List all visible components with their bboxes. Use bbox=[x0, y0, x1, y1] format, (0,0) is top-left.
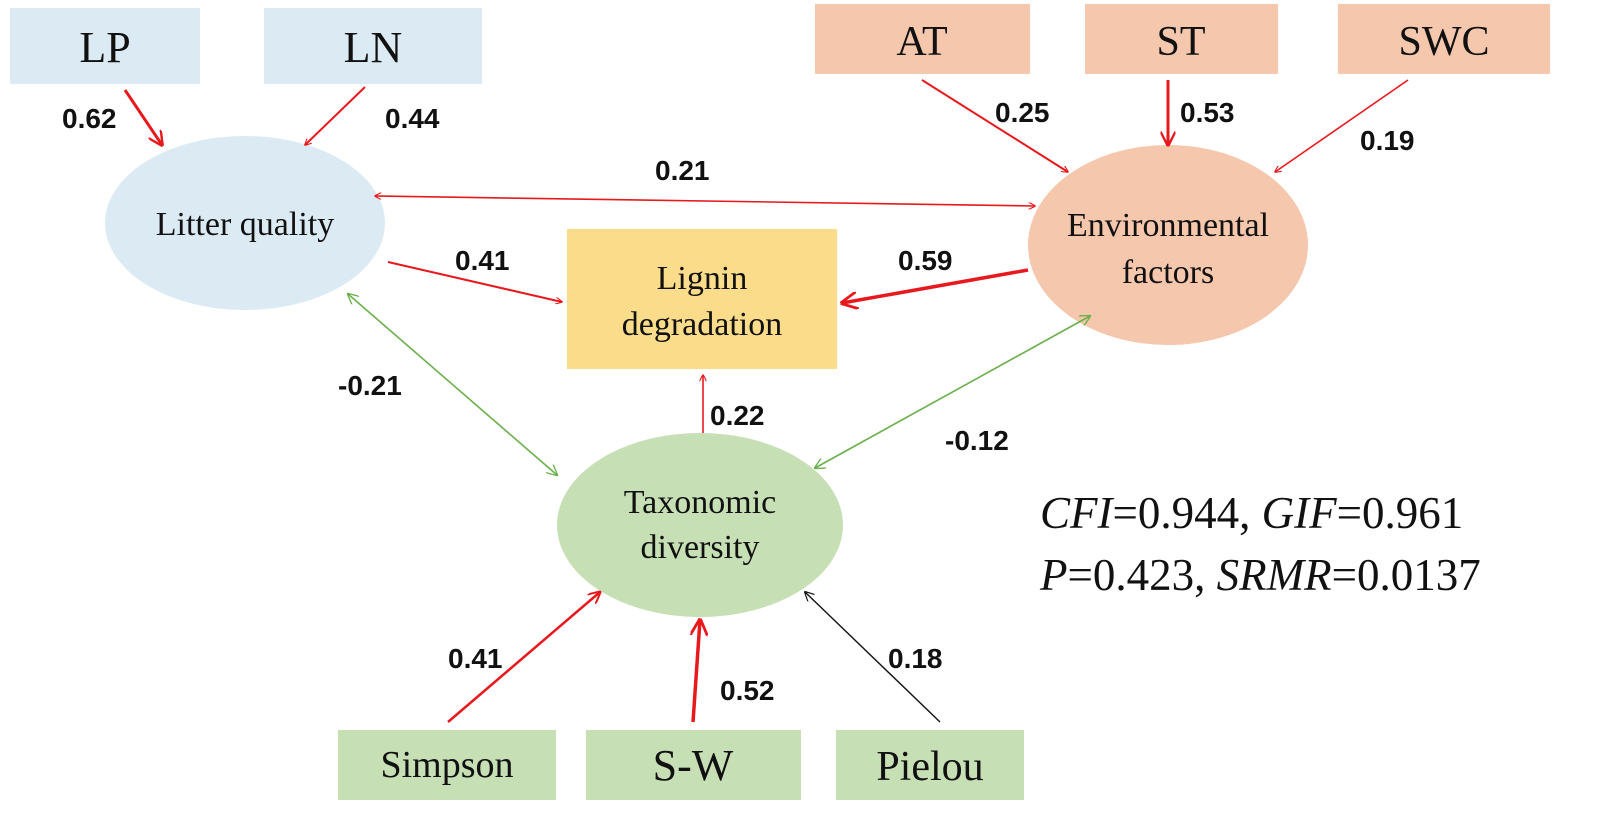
pielou-box bbox=[836, 730, 1024, 800]
coef-swc-env: 0.19 bbox=[1360, 125, 1415, 156]
gif-value: =0.961 bbox=[1337, 488, 1464, 538]
st-label: ST bbox=[1156, 19, 1205, 65]
coef-tax-lignin: 0.22 bbox=[710, 400, 765, 431]
lignin-degradation-label-line2: degradation bbox=[622, 306, 783, 343]
coef-at-env: 0.25 bbox=[995, 97, 1050, 128]
arrow-swc-env bbox=[1275, 79, 1409, 172]
pielou-label: Pielou bbox=[876, 744, 983, 790]
fit-line-2: P=0.423, SRMR=0.0137 bbox=[1039, 550, 1481, 600]
at-box bbox=[815, 4, 1030, 74]
cfi-label: CFI bbox=[1040, 488, 1115, 538]
arrow-lp-litter bbox=[123, 89, 162, 145]
taxonomic-diversity-label-line1: Taxonomic bbox=[624, 484, 776, 521]
coef-litter-tax: -0.21 bbox=[338, 370, 402, 401]
srmr-value: =0.0137 bbox=[1332, 550, 1481, 600]
arrow-litter-tax bbox=[348, 294, 557, 475]
simpson-box bbox=[338, 730, 556, 800]
coef-simpson-tax: 0.41 bbox=[448, 643, 503, 674]
swc-box bbox=[1338, 4, 1550, 74]
coef-env-tax: -0.12 bbox=[945, 425, 1009, 456]
arrow-litter-env bbox=[375, 196, 1035, 206]
arrow-env-tax bbox=[815, 316, 1090, 468]
environmental-factors-label-line1: Environmental bbox=[1067, 207, 1269, 244]
p-label: P bbox=[1039, 550, 1068, 600]
p-value: =0.423, bbox=[1068, 550, 1217, 600]
arrow-pielou-tax bbox=[805, 592, 941, 723]
taxonomic-diversity-node bbox=[557, 433, 843, 617]
taxonomic-diversity-label-line2: diversity bbox=[641, 529, 760, 566]
gif-label: GIF bbox=[1262, 488, 1337, 538]
at-label: AT bbox=[896, 19, 947, 65]
arrow-env-lignin bbox=[842, 268, 1029, 303]
coef-sw-tax: 0.52 bbox=[720, 675, 775, 706]
coef-env-lignin: 0.59 bbox=[898, 245, 953, 276]
simpson-label: Simpson bbox=[380, 744, 513, 786]
arrow-simpson-tax bbox=[447, 592, 600, 723]
coef-st-env: 0.53 bbox=[1180, 97, 1235, 128]
coef-pielou-tax: 0.18 bbox=[888, 643, 943, 674]
coef-litter-lignin: 0.41 bbox=[455, 245, 510, 276]
sw-box bbox=[586, 730, 801, 800]
environmental-factors-node bbox=[1028, 145, 1308, 345]
srmr-label: SRMR bbox=[1217, 550, 1332, 600]
ln-label: LN bbox=[344, 23, 403, 72]
swc-label: SWC bbox=[1398, 19, 1489, 65]
litter-quality-label: Litter quality bbox=[156, 206, 334, 243]
arrow-at-env bbox=[921, 79, 1068, 172]
coef-ln-litter: 0.44 bbox=[385, 103, 440, 134]
arrow-ln-litter bbox=[305, 86, 366, 145]
sw-label: S-W bbox=[653, 741, 734, 790]
lignin-degradation-label-line1: Lignin bbox=[657, 260, 748, 297]
st-box bbox=[1085, 4, 1278, 74]
litter-quality-node bbox=[105, 136, 385, 310]
ln-box bbox=[264, 8, 482, 84]
lignin-degradation-node bbox=[567, 229, 837, 369]
cfi-value: =0.944, bbox=[1113, 488, 1262, 538]
lp-label: LP bbox=[79, 23, 130, 72]
coef-lp-litter: 0.62 bbox=[62, 103, 117, 134]
arrow-sw-tax bbox=[693, 620, 700, 723]
lp-box bbox=[10, 8, 200, 84]
environmental-factors-label-line2: factors bbox=[1122, 254, 1215, 291]
coef-litter-env: 0.21 bbox=[655, 155, 710, 186]
fit-line-1: CFI=0.944, GIF=0.961 bbox=[1040, 488, 1463, 538]
